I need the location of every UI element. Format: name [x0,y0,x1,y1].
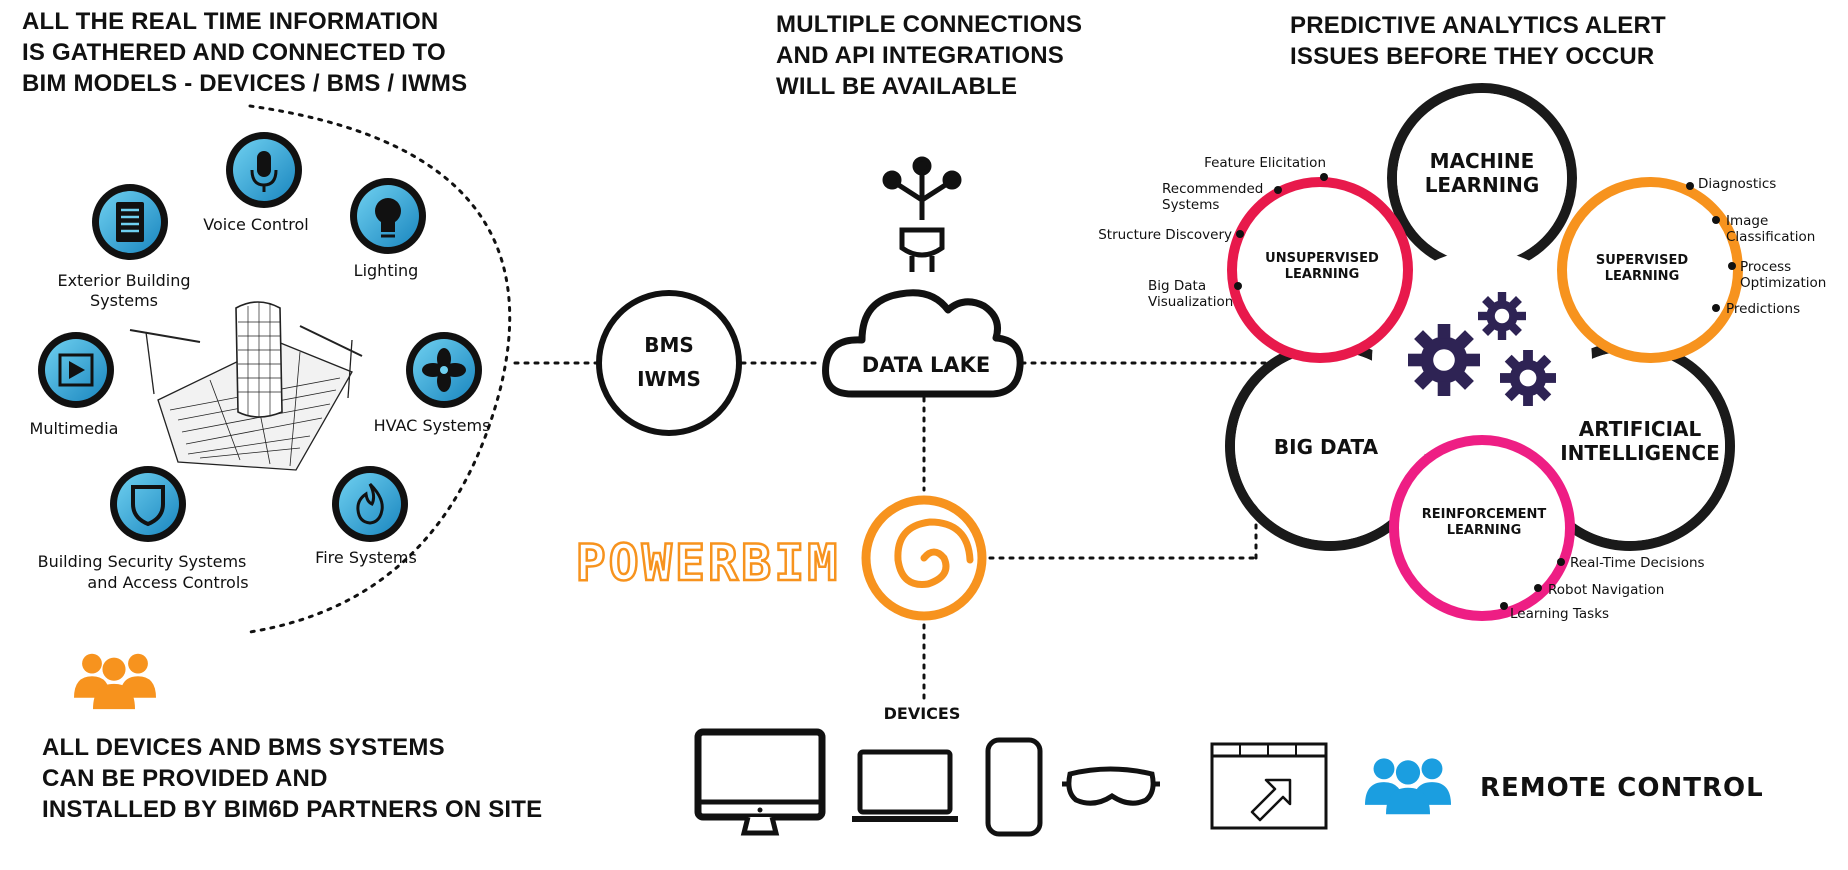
remote-control-people-icon [1365,758,1451,815]
voice-control-label: Voice Control [203,215,309,234]
exterior-building-label: Systems [90,291,158,310]
data-lake-label: DATA LAKE [862,353,991,377]
process-optimization-label: Process [1740,259,1791,275]
security-label: Building Security Systems [38,552,247,571]
recommended-systems-label: Systems [1162,197,1219,213]
lighting-icon [350,178,426,254]
fire-icon [332,466,408,542]
structure-discovery-label: Structure Discovery [1098,227,1232,243]
real-time-decisions-label: Real-Time Decisions [1570,555,1705,571]
machine-learning-label: LEARNING [1425,173,1540,197]
remote-control-label: REMOTE CONTROL [1480,773,1764,803]
learning-tasks-label: Learning Tasks [1510,606,1609,622]
heading-line: INSTALLED BY BIM6D PARTNERS ON SITE [42,796,543,823]
artificial-intelligence-label: ARTIFICIAL [1579,417,1702,441]
heading-line: PREDICTIVE ANALYTICS ALERT [1290,12,1666,39]
vr-goggles-icon [1062,766,1160,806]
cloud-shape [822,289,1024,398]
heading-realtime-info: ALL THE REAL TIME INFORMATION IS GATHERE… [22,6,467,99]
heading-partners: ALL DEVICES AND BMS SYSTEMS CAN BE PROVI… [42,732,542,825]
machine-learning-label: MACHINE [1430,149,1535,173]
exterior-building-label: Exterior Building [57,271,190,290]
heading-line: ALL THE REAL TIME INFORMATION [22,8,439,35]
supervised-learning-label: SUPERVISED [1596,253,1688,268]
arrow-icon [1250,778,1292,822]
image-classification-label: Image [1726,213,1768,229]
building-arc-dotted [248,104,512,634]
multimedia-label: Multimedia [30,419,119,438]
unsupervised-learning-label: UNSUPERVISED [1265,251,1379,266]
voice-control-icon [226,132,302,208]
unsupervised-learning-ring [1227,177,1413,363]
remote-window-icon [1210,742,1328,830]
security-shield-icon [110,466,186,542]
phone-icon [985,737,1043,837]
diagnostics-label: Diagnostics [1698,176,1776,192]
unsupervised-learning-label: LEARNING [1285,267,1360,282]
hvac-icon [406,332,482,408]
robot-navigation-label: Robot Navigation [1548,582,1664,598]
building-sketch [129,301,363,471]
devices-label: DEVICES [884,704,961,723]
big-data-visualization-label: Visualization [1148,294,1233,310]
hvac-label: HVAC Systems [374,416,491,435]
multimedia-icon [38,332,114,408]
heading-line: WILL BE AVAILABLE [776,73,1018,100]
heading-connections: MULTIPLE CONNECTIONS AND API INTEGRATION… [776,9,1082,102]
bms-iwms-node: BMS IWMS [596,290,742,436]
image-classification-label: Classification [1726,229,1815,245]
security-label: and Access Controls [87,573,248,592]
artificial-intelligence-label: INTELLIGENCE [1560,441,1720,465]
heading-line: MULTIPLE CONNECTIONS [776,11,1083,38]
powerbim-wordmark: POWERBIM [576,534,841,592]
feature-elicitation-label: Feature Elicitation [1204,155,1326,171]
lighting-label: Lighting [354,261,419,280]
predictions-label: Predictions [1726,301,1800,317]
desktop-monitor-icon [694,728,826,836]
reinforcement-learning-ring [1389,435,1575,621]
powerbim-spiral-icon [894,518,974,588]
iwms-label: IWMS [637,367,701,391]
heading-line: CAN BE PROVIDED AND [42,765,328,792]
big-data-visualization-label: Big Data [1148,278,1206,294]
supervised-learning-label: LEARNING [1605,269,1680,284]
heading-line: AND API INTEGRATIONS [776,42,1065,69]
heading-predictive-analytics: PREDICTIVE ANALYTICS ALERT ISSUES BEFORE… [1290,10,1666,72]
partners-people-icon [74,653,156,710]
powerbim-logo: POWERBIM [574,495,987,621]
reinforcement-learning-label: REINFORCEMENT [1422,507,1547,522]
heading-line: BIM MODELS - DEVICES / BMS / IWMS [22,70,468,97]
bms-label: BMS [644,333,694,357]
recommended-systems-label: Recommended [1162,181,1263,197]
process-optimization-label: Optimization [1740,275,1826,291]
reinforcement-learning-label: LEARNING [1447,523,1522,538]
data-lake-node: DATA LAKE [822,156,1024,398]
fire-label: Fire Systems [315,548,417,567]
supervised-learning-ring [1557,177,1743,363]
plug-icon [882,156,962,272]
laptop-icon [852,749,958,822]
big-data-label: BIG DATA [1274,435,1379,459]
heading-line: ISSUES BEFORE THEY OCCUR [1290,43,1655,70]
exterior-building-icon [92,184,168,260]
bullet-dots [1234,173,1736,610]
heading-line: ALL DEVICES AND BMS SYSTEMS [42,734,445,761]
heading-line: IS GATHERED AND CONNECTED TO [22,39,446,66]
